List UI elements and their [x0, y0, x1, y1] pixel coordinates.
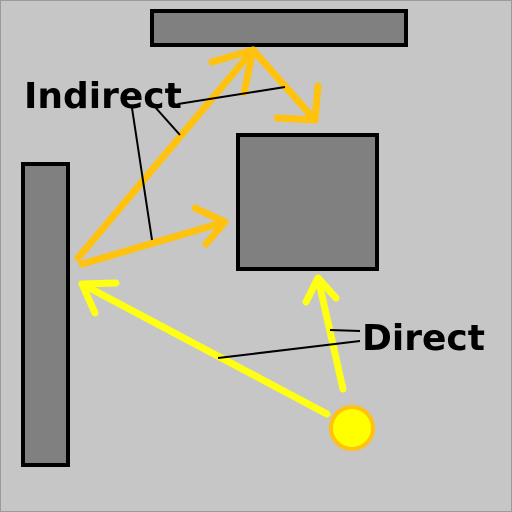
direct-ray-to-wall — [78, 280, 331, 418]
indirect-ray-bounce-to-box — [249, 46, 319, 124]
left-wall — [21, 162, 70, 467]
direct-arrowhead-wall — [78, 279, 120, 317]
indirect-rays — [74, 46, 322, 268]
center-box — [236, 133, 379, 271]
leader-indirect-top — [177, 86, 286, 105]
label-indirect: Indirect — [24, 76, 182, 117]
sun-circle-icon — [329, 405, 375, 451]
leader-lines — [131, 86, 361, 359]
leader-indirect-lower — [131, 107, 153, 241]
top-wall — [150, 9, 408, 47]
indirect-ray-to-top-wall — [74, 46, 257, 262]
direct-arrowhead-box — [302, 274, 340, 306]
label-direct: Direct — [362, 318, 485, 359]
direct-rays — [78, 274, 347, 418]
direct-ray-to-box — [314, 274, 347, 393]
leader-direct-wall — [217, 340, 361, 359]
indirect-ray-to-box — [78, 218, 229, 268]
leader-indirect-mid — [154, 106, 181, 136]
leader-direct-box — [329, 329, 361, 332]
indirect-arrowhead-box — [191, 204, 229, 248]
indirect-arrowhead-bounce — [273, 82, 322, 124]
